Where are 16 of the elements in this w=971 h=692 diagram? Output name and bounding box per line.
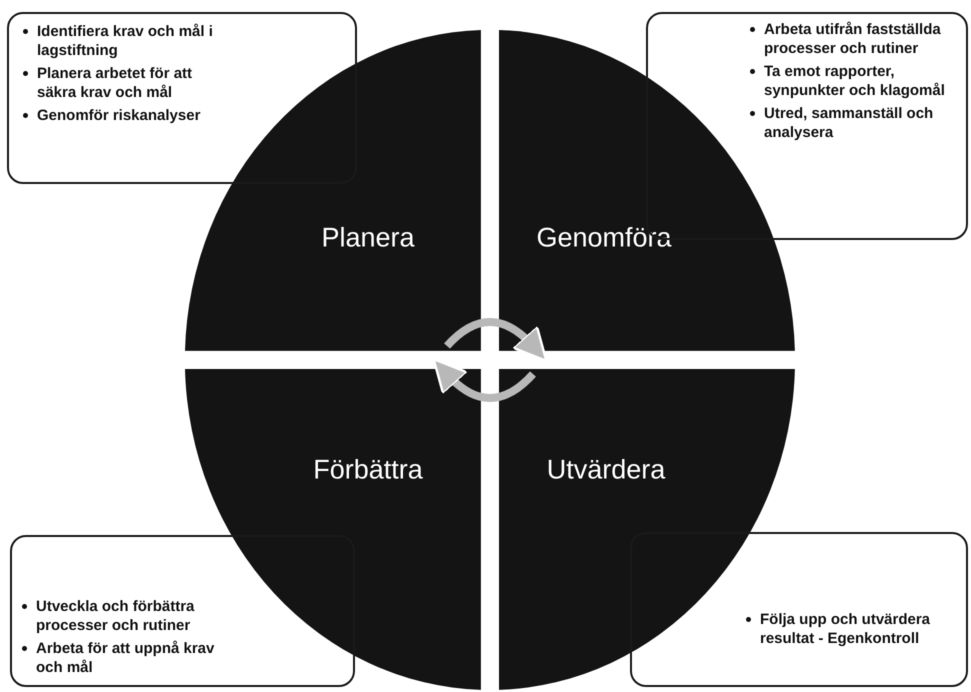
bullet-text: Arbeta för att uppnå krav och mål	[36, 639, 216, 677]
bullet-text: Ta emot rapporter, synpunkter och klagomål	[764, 62, 946, 100]
bullet-text: Planera arbetet för att säkra krav och mål	[37, 64, 194, 102]
bullet-text: Genomför riskanalyser	[37, 106, 200, 125]
bullet-text: Följa upp och utvärdera resultat - Egenkontroll	[760, 610, 932, 648]
phase-label: Planera	[321, 222, 415, 254]
text-panel	[630, 532, 968, 687]
text-panel	[10, 535, 355, 687]
phase-label: Utvärdera	[546, 454, 666, 486]
bullet-text: Utveckla och förbättra processer och rutiner	[36, 597, 196, 635]
bullet-text: Arbeta utifrån fastställda processer och rutiner	[764, 20, 942, 58]
bullet-text: Identifiera krav och mål i lagstiftning	[37, 22, 214, 60]
phase-label: Genomföra	[536, 222, 672, 254]
phase-label: Förbättra	[313, 454, 423, 486]
text-panel	[7, 12, 357, 184]
bullet-text: Utred, sammanställ och analysera	[764, 104, 934, 142]
